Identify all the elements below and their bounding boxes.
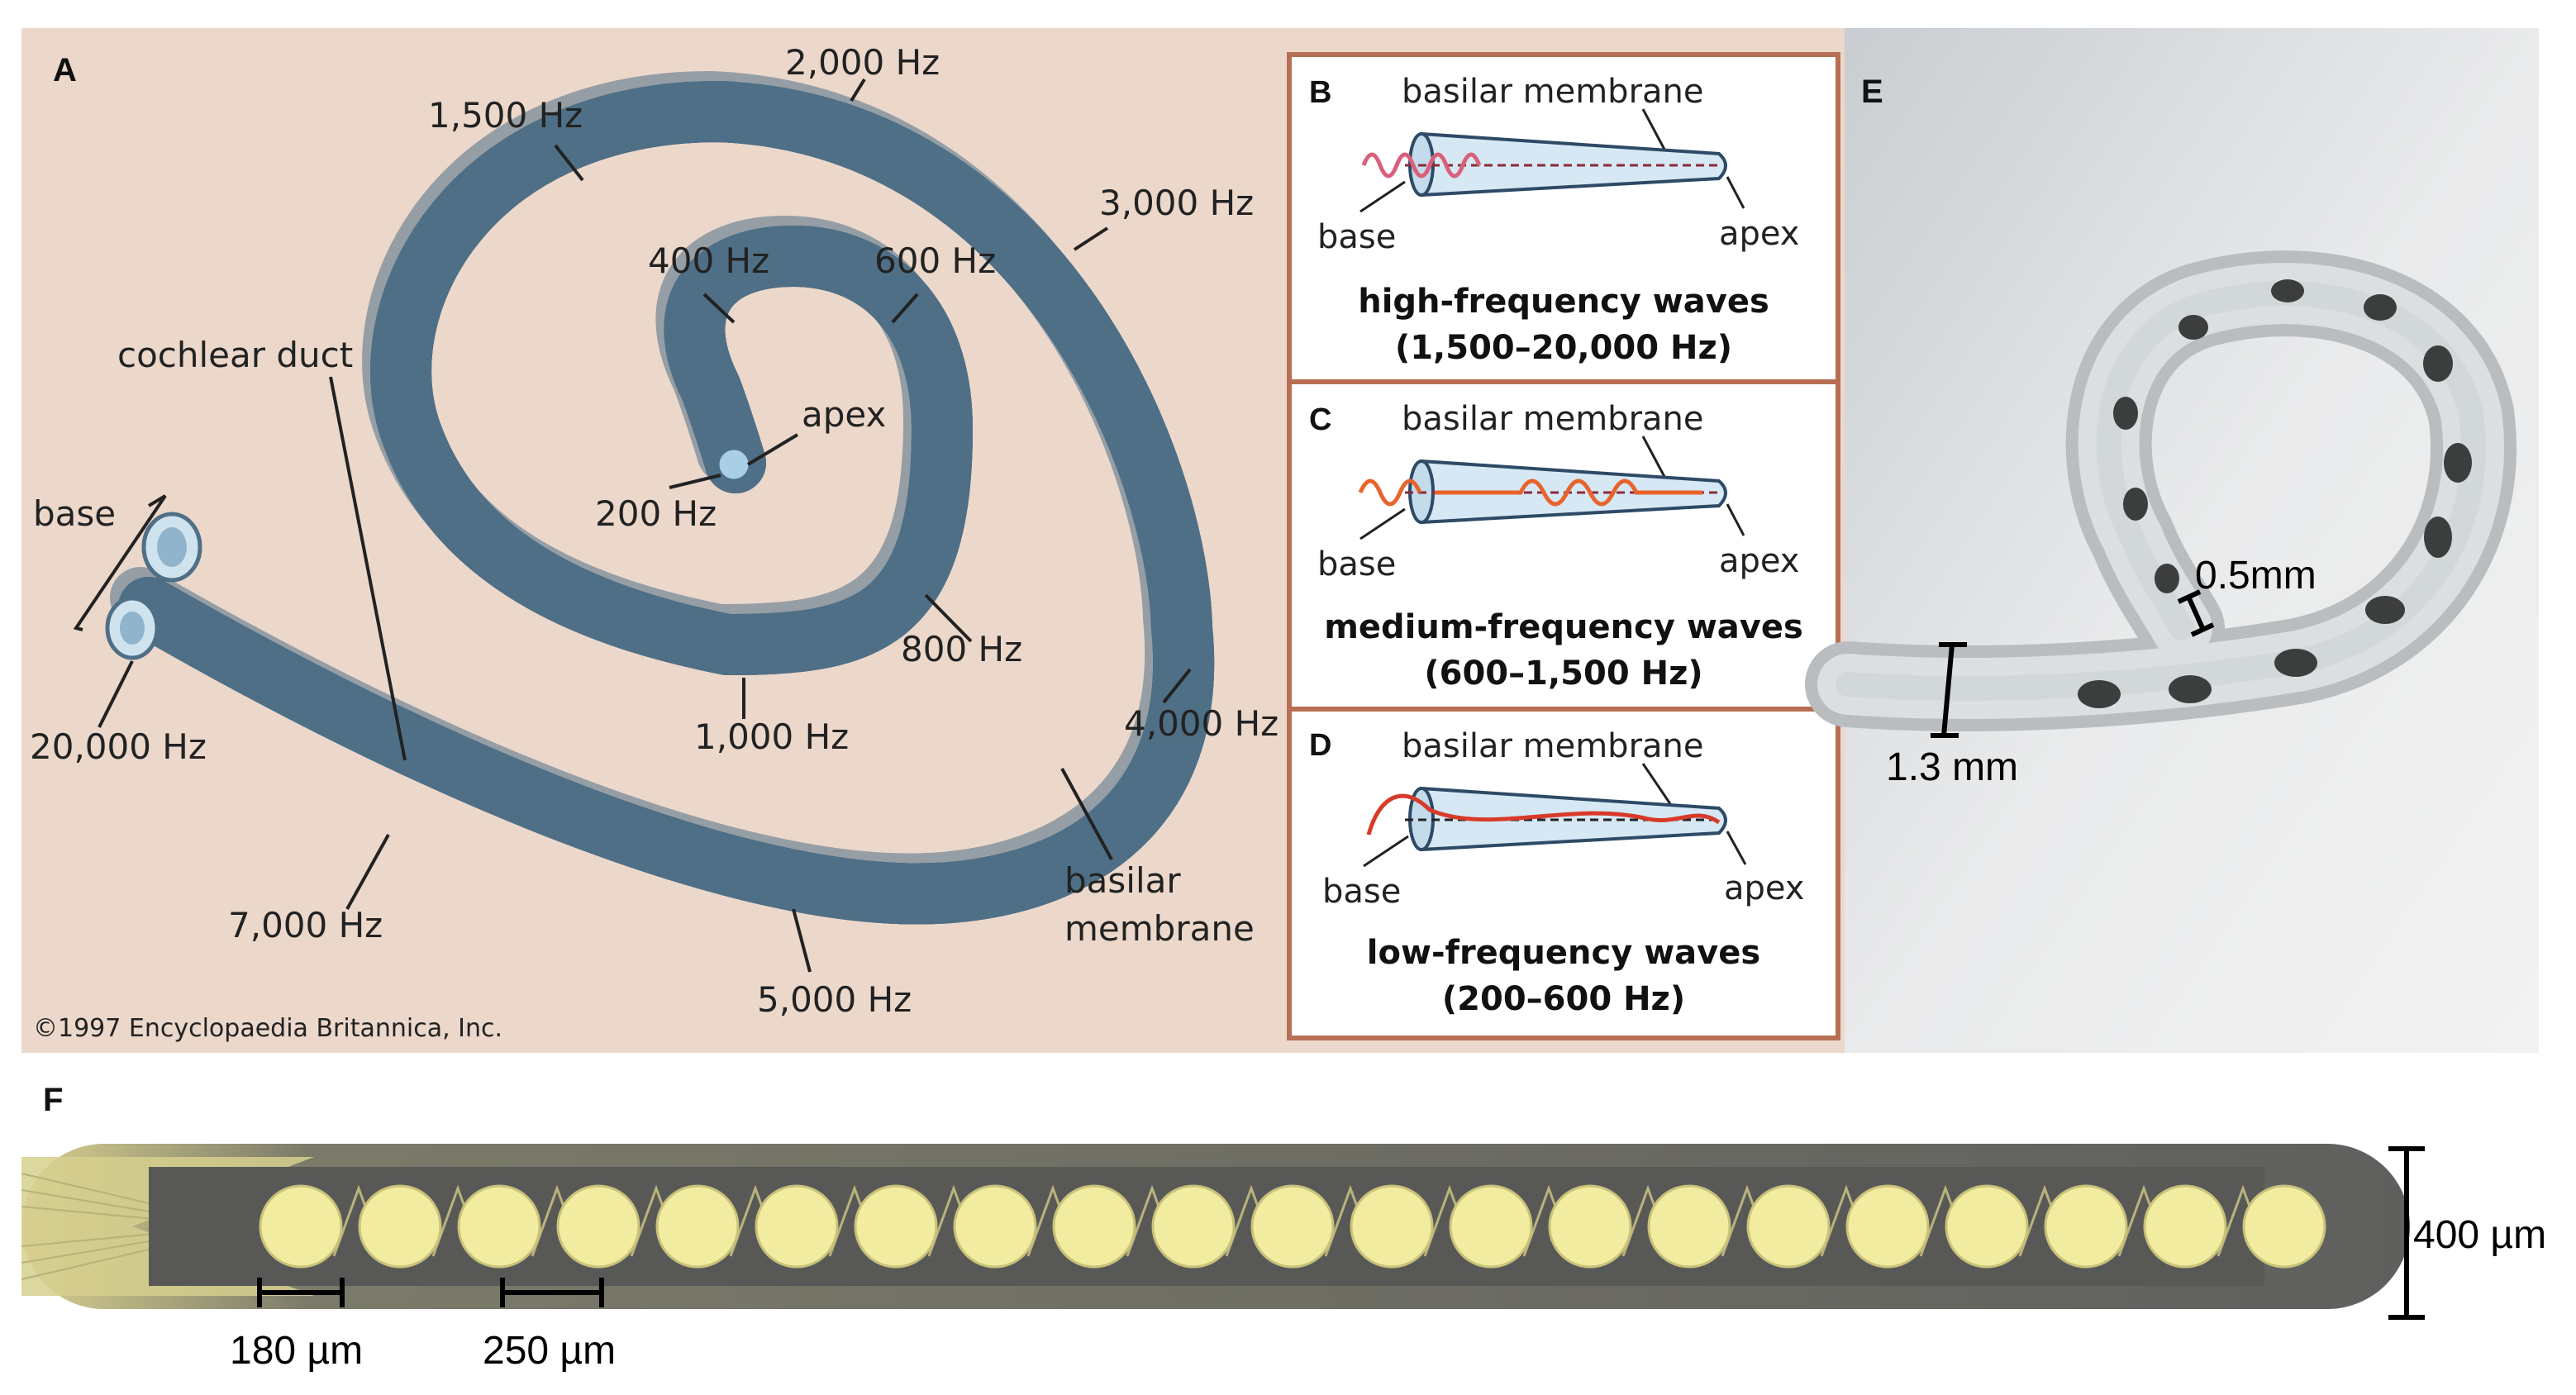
electrode-pad bbox=[1945, 1184, 2029, 1269]
electrode-pads bbox=[259, 1184, 2326, 1269]
leader-lines bbox=[73, 78, 1192, 973]
panel-c-apex-label: apex bbox=[1719, 542, 1799, 580]
cochlear-duct-label: cochlear duct bbox=[117, 335, 353, 375]
copyright-text: ©1997 Encyclopaedia Britannica, Inc. bbox=[33, 1014, 502, 1043]
panel-b-cone bbox=[1420, 131, 1727, 198]
electrode-pad bbox=[1350, 1184, 1434, 1269]
panel-c-letter: C bbox=[1309, 402, 1331, 437]
panel-b-wave bbox=[1361, 152, 1482, 179]
panel-a-letter: A bbox=[53, 52, 77, 88]
electrode-pad bbox=[457, 1184, 541, 1269]
pad-pitch-label: 250 µm bbox=[483, 1329, 616, 1373]
freq-label-400: 400 Hz bbox=[648, 240, 769, 281]
apex-label: apex bbox=[802, 394, 886, 435]
electrode-pad bbox=[358, 1184, 442, 1269]
panel-d-letter: D bbox=[1309, 728, 1331, 763]
electrode-pad bbox=[1647, 1184, 1731, 1269]
base-label: base bbox=[33, 493, 116, 534]
panel-c-title: medium-frequency waves bbox=[1324, 608, 1803, 646]
electrode-contacts-photo bbox=[2078, 279, 2472, 708]
pad-diameter-label: 180 µm bbox=[230, 1329, 363, 1373]
panel-d-apex-label: apex bbox=[1724, 869, 1804, 907]
freq-label-600: 600 Hz bbox=[874, 240, 996, 281]
electrode-pad bbox=[556, 1184, 640, 1269]
electrode-pad bbox=[2044, 1184, 2128, 1269]
freq-label-200: 200 Hz bbox=[595, 493, 717, 534]
electrode-pad bbox=[1052, 1184, 1136, 1269]
freq-label-1000: 1,000 Hz bbox=[694, 717, 849, 757]
panel-c-base-label: base bbox=[1317, 545, 1396, 583]
electrode-pad bbox=[1250, 1184, 1335, 1269]
panel-c-range: (600–1,500 Hz) bbox=[1424, 655, 1702, 693]
electrode-pad bbox=[2143, 1184, 2227, 1269]
panel-d-wave bbox=[1366, 793, 1721, 836]
electrode-pad bbox=[1548, 1184, 1632, 1269]
panel-d-range: (200–600 Hz) bbox=[1442, 980, 1685, 1018]
freq-label-2000: 2,000 Hz bbox=[785, 42, 940, 83]
panel-c-wave bbox=[1358, 478, 1702, 507]
freq-label-7000: 7,000 Hz bbox=[228, 905, 383, 945]
electrode-pad bbox=[1449, 1184, 1533, 1269]
panel-f-letter: F bbox=[43, 1082, 63, 1118]
array-width-label: 400 µm bbox=[2413, 1213, 2546, 1257]
electrode-pad bbox=[953, 1184, 1037, 1269]
freq-label-800: 800 Hz bbox=[901, 629, 1022, 669]
basilar-label-line1: basilar bbox=[1064, 860, 1181, 901]
panel-b-base-label: base bbox=[1317, 218, 1396, 256]
inner-diameter-label: 0.5mm bbox=[2195, 554, 2316, 598]
panel-e-letter: E bbox=[1861, 74, 1883, 110]
electrode-pad bbox=[655, 1184, 740, 1269]
panel-e: E 0.5mm 1.3 mm bbox=[1805, 28, 2539, 1053]
trace-fan bbox=[21, 1157, 314, 1296]
photo-dimension-markers bbox=[1931, 589, 2215, 738]
electrode-pad bbox=[1845, 1184, 1930, 1269]
panel-b-apex-label: apex bbox=[1719, 215, 1799, 253]
panel-f: F 180 µm 250 µm 400 µm bbox=[21, 1082, 2546, 1373]
panel-b-range: (1,500–20,000 Hz) bbox=[1395, 329, 1732, 367]
panel-b-c-d: B basilar membrane base apex high-freque… bbox=[1287, 52, 1840, 1040]
panel-d: D basilar membrane base apex low-frequen… bbox=[1309, 727, 1804, 1018]
freq-label-20000: 20,000 Hz bbox=[30, 726, 207, 767]
electrode-pad bbox=[854, 1184, 938, 1269]
freq-label-1500: 1,500 Hz bbox=[428, 95, 583, 136]
panel-c-cone bbox=[1420, 459, 1727, 525]
outer-diameter-label: 1.3 mm bbox=[1886, 745, 2018, 789]
panel-b: B basilar membrane base apex high-freque… bbox=[1309, 73, 1799, 367]
apex-tip bbox=[715, 445, 753, 483]
electrode-pad bbox=[755, 1184, 839, 1269]
panel-d-base-label: base bbox=[1322, 873, 1401, 911]
panel-d-membrane-label: basilar membrane bbox=[1402, 727, 1704, 765]
panel-c: C basilar membrane base apex medium-freq… bbox=[1309, 400, 1803, 693]
electrode-pad bbox=[2242, 1184, 2326, 1269]
panel-d-title: low-frequency waves bbox=[1367, 934, 1760, 972]
panel-b-membrane-label: basilar membrane bbox=[1402, 73, 1704, 111]
freq-label-5000: 5,000 Hz bbox=[757, 979, 912, 1020]
basilar-label-line2: membrane bbox=[1064, 908, 1255, 949]
electrode-pad bbox=[1151, 1184, 1236, 1269]
wave-panels-background bbox=[1287, 52, 1840, 1040]
panel-b-title: high-frequency waves bbox=[1358, 283, 1769, 321]
panel-d-cone bbox=[1420, 786, 1727, 852]
panel-c-membrane-label: basilar membrane bbox=[1402, 400, 1704, 438]
freq-label-4000: 4,000 Hz bbox=[1124, 703, 1278, 744]
freq-label-3000: 3,000 Hz bbox=[1099, 183, 1254, 223]
electrode-pad bbox=[1746, 1184, 1831, 1269]
array-dimension-markers bbox=[257, 1146, 2425, 1320]
panel-b-letter: B bbox=[1309, 75, 1331, 110]
electrode-pad bbox=[259, 1184, 343, 1269]
